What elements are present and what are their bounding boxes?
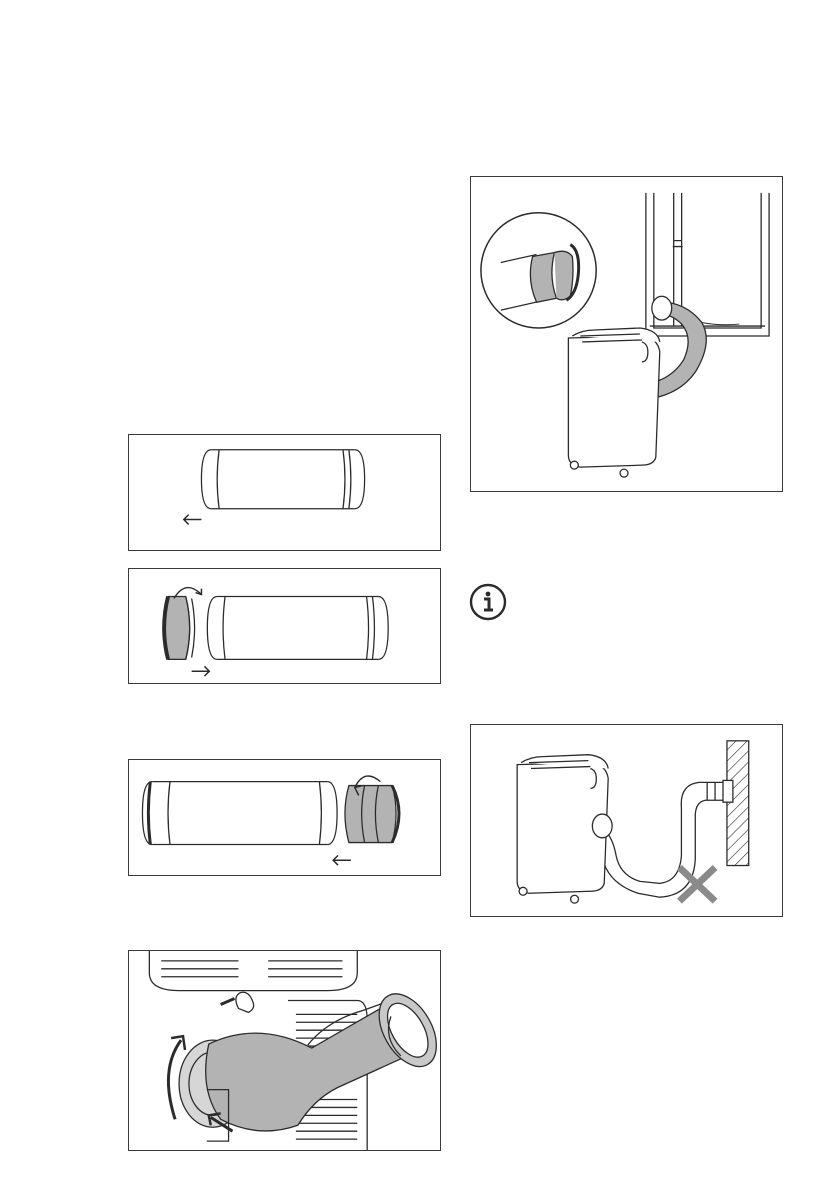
arrow-left-icon bbox=[333, 855, 351, 865]
arrow-left-icon bbox=[184, 515, 202, 525]
hose-mount-illustration bbox=[129, 951, 440, 1150]
info-icon bbox=[468, 582, 508, 622]
unit-adapter bbox=[345, 786, 399, 843]
figure-wall-installation-wrong bbox=[470, 724, 783, 917]
magnifier-detail bbox=[481, 213, 596, 328]
wall-installation-illustration bbox=[471, 725, 782, 916]
hose-body bbox=[206, 984, 440, 1131]
arrow-right-icon bbox=[192, 666, 210, 676]
window-hose bbox=[652, 296, 706, 397]
figure-window-installation bbox=[470, 176, 783, 492]
cross-icon bbox=[679, 868, 715, 902]
figure-hose-mount-on-unit bbox=[128, 950, 441, 1151]
window-adapter-illustration bbox=[129, 569, 440, 683]
hose-bare-illustration bbox=[129, 435, 440, 550]
figure-window-adapter-attach bbox=[128, 568, 441, 684]
figure-unit-adapter-attach bbox=[128, 759, 441, 876]
unit-adapter-illustration bbox=[129, 760, 440, 875]
figure-hose-bare bbox=[128, 434, 441, 551]
unit-body bbox=[517, 755, 612, 903]
adapter-ring bbox=[164, 597, 194, 660]
window-installation-illustration bbox=[471, 177, 782, 491]
unit-body bbox=[568, 328, 659, 477]
wall bbox=[723, 741, 749, 866]
